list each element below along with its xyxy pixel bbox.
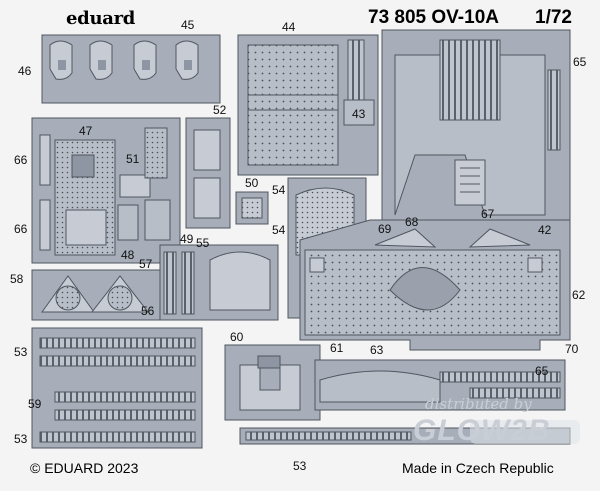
part-number: 46 xyxy=(18,64,32,78)
kit-title: 73 805 OV-10A xyxy=(368,7,499,28)
part-number: 51 xyxy=(126,152,140,166)
watermark-brand: GLOW2B xyxy=(413,414,551,447)
part-number: 58 xyxy=(10,272,24,286)
part-number: 59 xyxy=(28,397,42,411)
part-number: 53 xyxy=(293,459,307,473)
copyright-text: © EDUARD 2023 xyxy=(30,460,139,476)
part-50 xyxy=(235,191,269,225)
part-number: 60 xyxy=(230,330,244,344)
part-number: 45 xyxy=(181,18,195,32)
part-number: 67 xyxy=(481,207,495,221)
part-number: 54 xyxy=(272,223,286,237)
part-number: 66 xyxy=(14,222,28,236)
part-number: 62 xyxy=(572,288,586,302)
part-group-53-59 xyxy=(31,327,203,449)
part-60 xyxy=(224,344,321,421)
part-number: 70 xyxy=(565,342,579,356)
part-number: 61 xyxy=(330,341,344,355)
part-number: 69 xyxy=(378,222,392,236)
part-number: 53 xyxy=(14,345,28,359)
part-65-assembly xyxy=(381,29,571,221)
part-number: 42 xyxy=(538,223,552,237)
part-number: 57 xyxy=(139,257,153,271)
part-number: 48 xyxy=(121,248,135,262)
part-number: 56 xyxy=(141,304,155,318)
part-number: 47 xyxy=(79,124,93,138)
part-number: 54 xyxy=(272,183,286,197)
part-52 xyxy=(185,117,231,229)
part-number: 43 xyxy=(352,107,366,121)
part-number: 63 xyxy=(370,343,384,357)
brand-logo: eduard xyxy=(66,8,136,29)
part-number: 66 xyxy=(14,153,28,167)
part-group-47-51-66 xyxy=(31,117,181,264)
part-number: 68 xyxy=(405,215,419,229)
part-number: 52 xyxy=(213,103,227,117)
part-number: 65 xyxy=(573,55,587,69)
part-number: 49 xyxy=(180,232,194,246)
part-43 xyxy=(343,99,375,126)
part-58 xyxy=(31,269,181,321)
part-number: 53 xyxy=(14,432,28,446)
part-number: 44 xyxy=(282,20,296,34)
origin-text: Made in Czech Republic xyxy=(402,460,554,476)
part-group-55-56-57 xyxy=(159,244,279,321)
part-number: 55 xyxy=(196,236,210,250)
watermark-distributed-by: distributed by xyxy=(425,395,532,413)
kit-scale: 1/72 xyxy=(535,7,572,28)
part-number: 65 xyxy=(535,364,549,378)
part-group-45-46 xyxy=(41,34,221,104)
watermark-graphic xyxy=(470,420,580,444)
part-62-panel xyxy=(299,219,571,351)
part-44-panel xyxy=(237,34,379,176)
part-number: 50 xyxy=(245,176,259,190)
